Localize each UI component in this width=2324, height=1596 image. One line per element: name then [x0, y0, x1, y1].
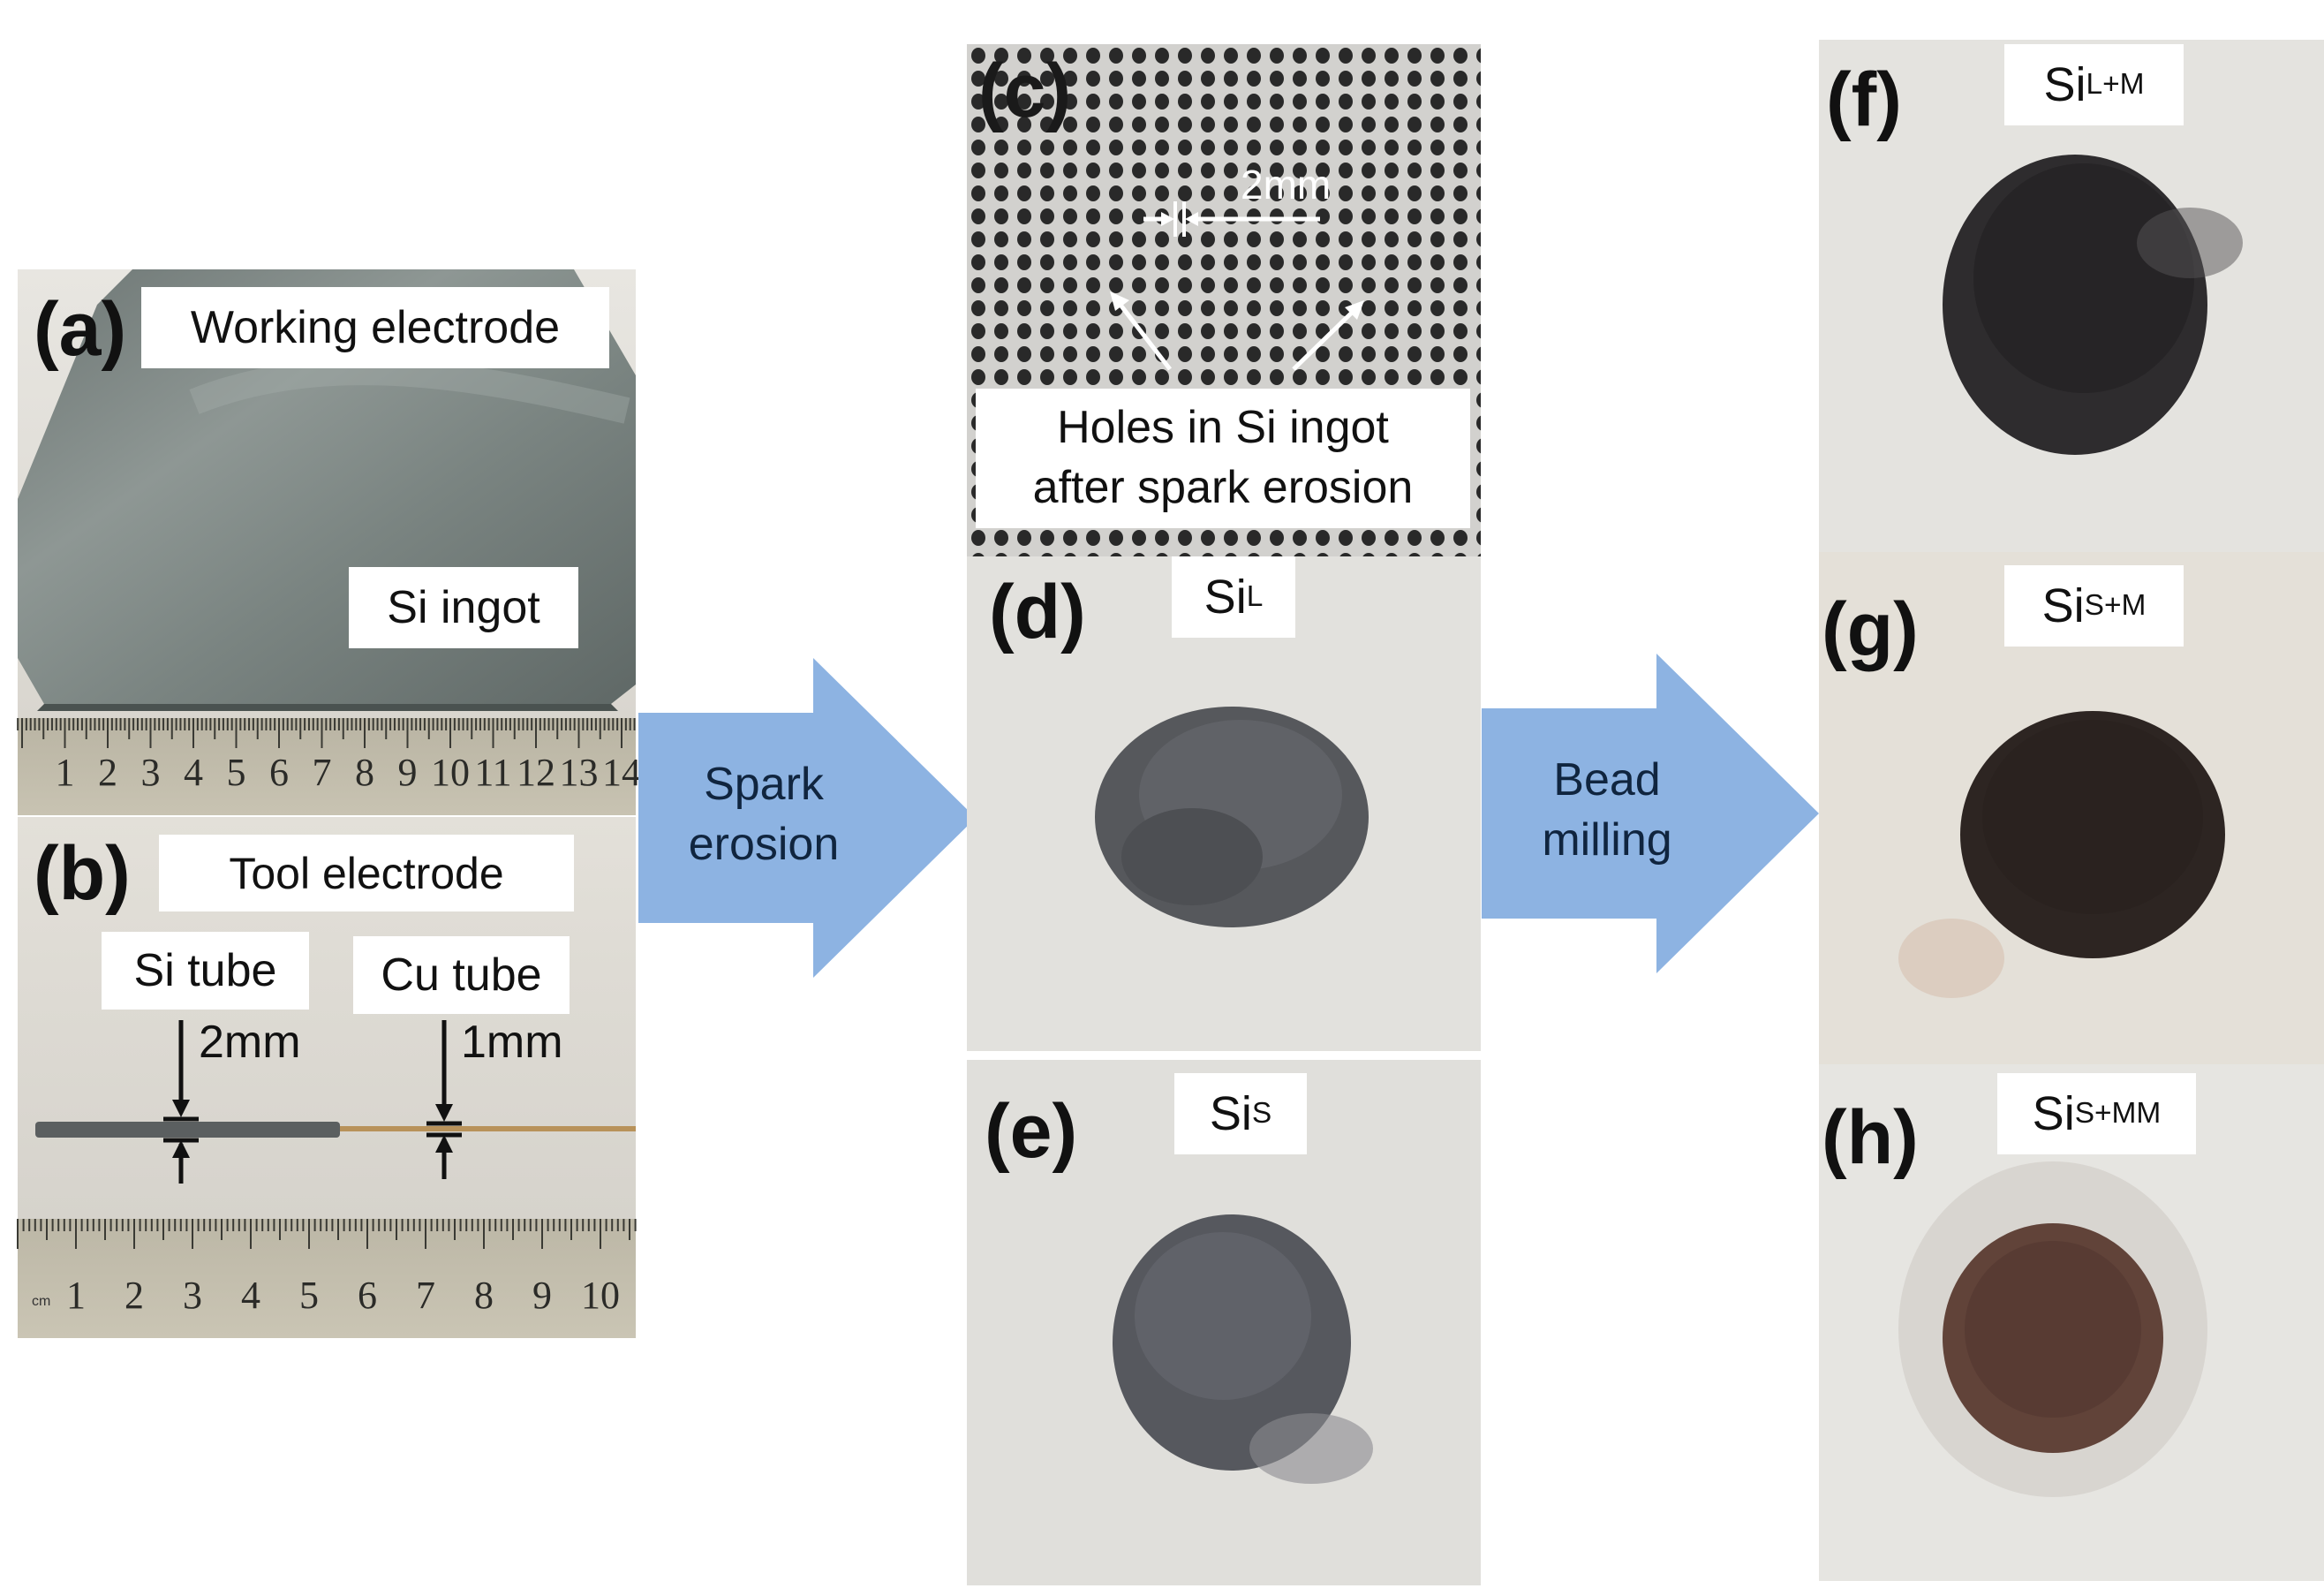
panel-d-photo	[967, 556, 1481, 1051]
ruler-number: 8	[474, 1274, 494, 1317]
panel-h-label-main: Si	[2032, 1087, 2075, 1140]
powder-si-l-image	[967, 556, 1481, 1051]
panel-f-letter: (f)	[1826, 57, 1902, 142]
ruler-number: 6	[358, 1274, 377, 1317]
si-tube-label: Si tube	[102, 932, 309, 1010]
spark-erosion-arrow	[638, 658, 976, 978]
ruler-number: 13	[559, 751, 599, 794]
panel-g-label-sub: S+M	[2084, 589, 2147, 622]
ruler-number: 10	[581, 1274, 620, 1317]
ruler-number: 7	[416, 1274, 435, 1317]
panel-b-letter: (b)	[34, 831, 131, 916]
panel-f-label-main: Si	[2043, 58, 2086, 111]
panel-f-label-sub: L+M	[2086, 68, 2145, 101]
ruler-number: 2	[98, 751, 117, 794]
ruler-number: 1	[55, 751, 75, 794]
panel-d-label-main: Si	[1204, 571, 1247, 624]
bead-milling-arrow	[1482, 654, 1819, 973]
ruler-number: 12	[517, 751, 555, 794]
ruler-number: 2	[124, 1274, 144, 1317]
ruler-number: 1	[66, 1274, 86, 1317]
ruler-number: 11	[474, 751, 512, 794]
panel-h-letter: (h)	[1822, 1095, 1919, 1180]
bead-milling-line2: milling	[1542, 813, 1672, 866]
panel-e-letter: (e)	[985, 1089, 1078, 1174]
ruler-number: 9	[532, 1274, 552, 1317]
ruler-number: 9	[397, 751, 418, 794]
panel-c-letter: (c)	[978, 49, 1072, 133]
electrodes-image	[35, 1020, 636, 1184]
cu-tube-dimension: 1mm	[461, 1017, 563, 1068]
cu-tube-label: Cu tube	[353, 936, 570, 1014]
spark-erosion-line2: erosion	[688, 818, 840, 870]
ruler-number: 3	[140, 751, 161, 794]
panel-d-letter: (d)	[989, 570, 1086, 654]
ruler-number: 8	[355, 751, 374, 794]
panel-g-label-main: Si	[2041, 579, 2085, 632]
panel-a-letter: (a)	[34, 287, 127, 372]
bead-milling-line1: Bead	[1553, 754, 1661, 806]
ruler-unit: cm	[32, 1294, 51, 1309]
panel-c-caption-line1: Holes in Si ingot	[1057, 402, 1389, 454]
ruler-number: 5	[299, 1274, 319, 1317]
panel-f-photo	[1819, 40, 2324, 552]
ruler-ticks	[17, 1219, 637, 1249]
panel-c-caption: Holes in Si ingot after spark erosion	[976, 389, 1470, 528]
panel-d-label-sub: L	[1246, 580, 1264, 613]
bead-milling-label: Bead milling	[1501, 751, 1713, 870]
spark-erosion-label: Spark erosion	[653, 755, 874, 874]
panel-c-dimension: 2mm	[1241, 162, 1332, 208]
ruler-number: 3	[183, 1274, 202, 1317]
ruler-number: 14	[602, 751, 641, 794]
panel-e-label-main: Si	[1209, 1087, 1252, 1140]
panel-a-sample-label: Si ingot	[349, 567, 578, 648]
spark-erosion-line1: Spark	[704, 759, 824, 810]
panel-c-caption-line2: after spark erosion	[1032, 462, 1414, 513]
ruler-number: 5	[226, 751, 246, 794]
panel-b-title: Tool electrode	[159, 835, 574, 911]
ruler-ticks	[17, 718, 636, 748]
ruler-number: 7	[312, 751, 332, 794]
ruler-number: 10	[431, 751, 470, 794]
ruler-number: 6	[269, 751, 289, 794]
panel-a-title: Working electrode	[141, 287, 609, 368]
panel-g-letter: (g)	[1822, 587, 1919, 672]
ruler-number: 4	[241, 1274, 260, 1317]
powder-si-sm-image	[1819, 552, 2324, 1064]
ruler-number: 4	[184, 751, 203, 794]
panel-h-label-sub: S+MM	[2074, 1097, 2162, 1130]
si-tube-dimension: 2mm	[199, 1017, 301, 1068]
panel-e-label-sub: S	[1251, 1097, 1272, 1130]
